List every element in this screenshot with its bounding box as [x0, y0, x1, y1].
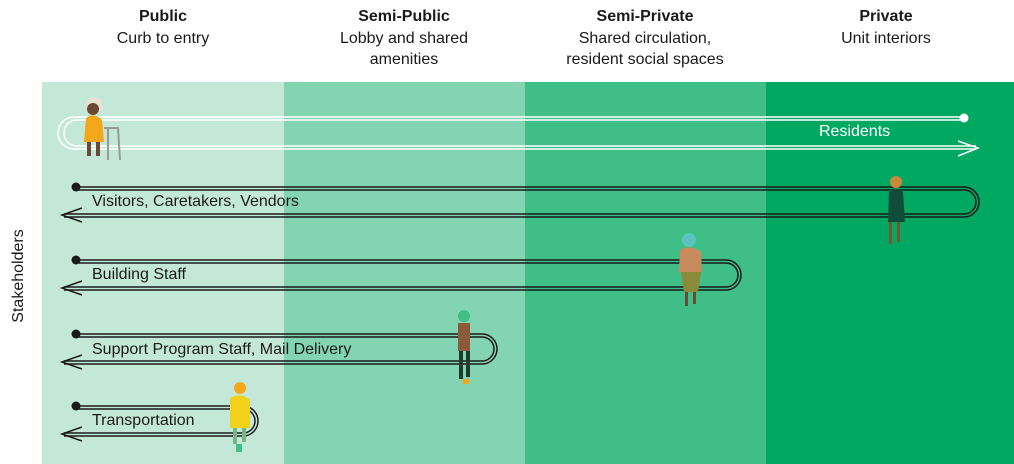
- stakeholder-label-support-staff: Support Program Staff, Mail Delivery: [92, 341, 352, 358]
- visitors-path: [59, 182, 980, 223]
- zone-header-public: Public Curb to entry: [43, 6, 283, 49]
- woman-walking-icon: [679, 233, 702, 306]
- zone-header-semi-public: Semi-Public Lobby and shared amenities: [284, 6, 524, 70]
- stakeholder-label-residents: Residents: [819, 123, 891, 140]
- person-yellow-coat-icon: [230, 382, 250, 452]
- zone-description: Curb to entry: [116, 30, 210, 47]
- zone-name: Semi-Public: [358, 8, 450, 25]
- zone-name: Private: [859, 8, 913, 25]
- zone-description: Shared circulation,: [578, 30, 712, 47]
- stakeholder-label-visitors: Visitors, Caretakers, Vendors: [92, 193, 299, 210]
- woman-walking-icon: [888, 176, 905, 244]
- zone-description: Lobby and shared: [339, 30, 469, 47]
- zone-name: Semi-Private: [596, 8, 694, 25]
- zone-description: amenities: [369, 51, 439, 68]
- zone-description: Unit interiors: [841, 30, 931, 47]
- stakeholder-label-transportation: Transportation: [92, 412, 195, 429]
- zone-name: Public: [138, 8, 187, 25]
- man-walking-icon: [458, 310, 470, 384]
- zone-description: resident social spaces: [566, 51, 724, 68]
- residents-path: [57, 113, 981, 157]
- building-staff-path: [59, 255, 742, 296]
- stakeholder-label-building-staff: Building Staff: [92, 266, 186, 283]
- elderly-woman-walker-icon: [84, 97, 121, 161]
- zone-header-semi-private: Semi-Private Shared circulation, residen…: [525, 6, 765, 70]
- support-staff-path: [59, 329, 498, 370]
- zone-header-private: Private Unit interiors: [766, 6, 1006, 49]
